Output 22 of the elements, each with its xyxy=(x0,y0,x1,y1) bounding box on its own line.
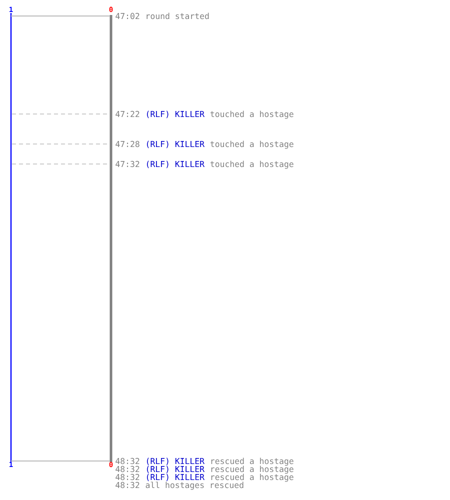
player-name: (RLF) KILLER xyxy=(147,458,205,466)
event-text: all hostages rescued xyxy=(146,482,244,490)
player-name: (RLF) KILLER xyxy=(147,140,205,148)
event-text: touched a hostage xyxy=(210,160,294,169)
event-text: rescued a hostage xyxy=(211,466,294,474)
timestamp: 47:22 xyxy=(116,110,140,117)
event-text: touched a hostage xyxy=(210,110,294,119)
event-text: rescued a hostage xyxy=(211,474,294,482)
timestamp: 48:32 xyxy=(116,474,140,480)
event-text: touched a hostage xyxy=(210,140,294,149)
timestamp: 48:32 xyxy=(116,466,140,472)
timestamp: 47:02 xyxy=(116,12,140,20)
event-text: rescued a hostage xyxy=(211,458,294,466)
player-name: (RLF) KILLER xyxy=(147,474,205,482)
timestamp: 47:28 xyxy=(116,140,140,148)
player-name: (RLF) KILLER xyxy=(147,160,205,168)
event-text: round started xyxy=(146,12,209,20)
timestamp: 48:32 xyxy=(116,458,140,464)
player-name: (RLF) KILLER xyxy=(147,466,205,474)
player-name: (RLF) KILLER xyxy=(147,110,205,118)
timestamp: 47:32 xyxy=(116,160,140,168)
timestamp: 48:32 xyxy=(116,482,140,488)
